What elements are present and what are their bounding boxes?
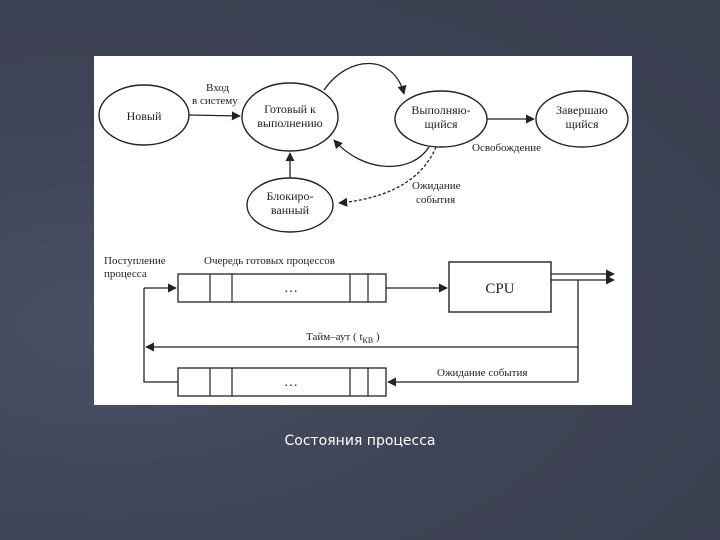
label-arrival-2: процесса xyxy=(104,268,147,280)
slide-caption: Состояния процесса xyxy=(284,433,436,449)
state-running-label-2: щийся xyxy=(425,117,458,131)
ready-queue: … xyxy=(177,273,387,303)
state-ready-label-2: выполнению xyxy=(257,116,323,130)
state-new: Новый xyxy=(98,84,190,146)
diagram-canvas: Новый Готовый к выполнению Выполняю- щий… xyxy=(98,62,629,397)
label-arrival-1: Поступление xyxy=(104,255,166,267)
line-wait-to-arrival xyxy=(143,288,178,383)
label-release: Освобождение xyxy=(472,142,541,154)
state-terminating-label-1: Завершаю xyxy=(556,103,608,117)
process-state-diagram: Новый Готовый к выполнению Выполняю- щий… xyxy=(94,56,632,405)
state-new-label: Новый xyxy=(127,109,162,123)
state-terminating: Завершаю щийся xyxy=(535,90,629,148)
state-ready: Готовый к выполнению xyxy=(241,82,339,152)
label-timeout: Тайм–аут ( tКВ ) xyxy=(306,331,380,345)
cpu-box: CPU xyxy=(448,261,552,313)
label-timeout-sub: КВ xyxy=(363,336,374,345)
state-blocked-label-2: ванный xyxy=(271,203,310,217)
label-timeout-main: Тайм–аут ( t xyxy=(306,331,363,343)
arrow-new-to-ready xyxy=(188,111,241,121)
ready-queue-dots: … xyxy=(284,281,298,296)
label-wait-2: события xyxy=(416,194,455,206)
arrow-running-to-blocked xyxy=(338,146,437,207)
label-enter-1: Вход xyxy=(206,82,229,94)
arrow-running-to-ready xyxy=(333,139,430,168)
label-wait-1: Ожидание xyxy=(412,180,461,192)
label-event-wait: Ожидание события xyxy=(437,367,527,379)
state-running-label-1: Выполняю- xyxy=(411,103,470,117)
state-terminating-label-2: щийся xyxy=(566,117,599,131)
state-ready-label-1: Готовый к xyxy=(264,102,316,116)
label-ready-queue: Очередь готовых процессов xyxy=(204,255,335,267)
label-timeout-close: ) xyxy=(373,331,380,343)
state-running: Выполняю- щийся xyxy=(394,90,488,148)
label-enter-2: в систему xyxy=(192,95,238,107)
state-blocked: Блокиро- ванный xyxy=(246,177,334,233)
wait-queue-dots: … xyxy=(284,375,298,390)
wait-queue: … xyxy=(177,367,387,397)
arrow-ready-to-running xyxy=(323,62,407,95)
state-blocked-label-1: Блокиро- xyxy=(267,189,314,203)
cpu-label: CPU xyxy=(485,281,514,297)
